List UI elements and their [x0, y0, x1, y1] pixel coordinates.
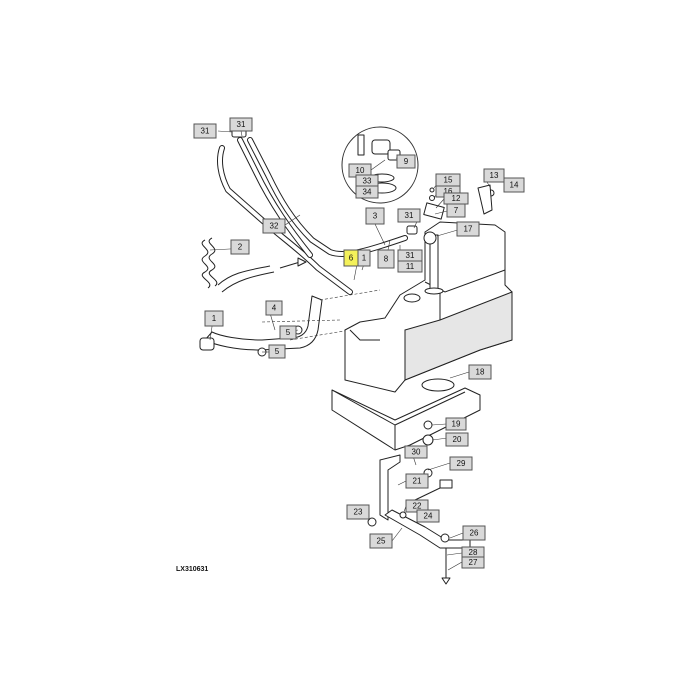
callout-17[interactable]: 17: [456, 221, 480, 237]
callout-14[interactable]: 14: [503, 177, 525, 193]
svg-text:32: 32: [270, 222, 279, 231]
fuel-hoses: [217, 137, 408, 295]
svg-text:24: 24: [424, 512, 433, 521]
svg-text:10: 10: [356, 166, 365, 175]
callout-10[interactable]: 10: [348, 163, 372, 178]
mount-bracket: [199, 289, 381, 351]
callout-23[interactable]: 23: [346, 504, 370, 520]
callout-26[interactable]: 26: [462, 525, 486, 541]
callout-2[interactable]: 2: [230, 239, 250, 255]
svg-text:25: 25: [377, 537, 386, 546]
svg-text:3: 3: [373, 212, 378, 221]
callout-15[interactable]: 15: [435, 173, 461, 187]
svg-text:21: 21: [413, 477, 422, 486]
svg-text:11: 11: [406, 262, 415, 271]
svg-text:28: 28: [469, 548, 478, 557]
svg-text:22: 22: [413, 502, 422, 511]
callout-31[interactable]: 31: [397, 208, 421, 223]
callout-19[interactable]: 19: [445, 417, 467, 431]
svg-text:16: 16: [444, 187, 453, 196]
callout-32[interactable]: 32: [262, 218, 286, 234]
figure-code: LX310631: [176, 566, 209, 573]
callout-22[interactable]: 22: [405, 499, 429, 513]
svg-text:6: 6: [349, 254, 354, 263]
svg-text:9: 9: [404, 157, 409, 166]
svg-text:23: 23: [354, 508, 363, 517]
svg-text:12: 12: [452, 194, 461, 203]
coiled-hose: [201, 237, 307, 293]
callout-9[interactable]: 9: [396, 154, 416, 169]
callout-31[interactable]: 31: [229, 117, 253, 132]
svg-text:27: 27: [469, 558, 478, 567]
frame-bracket: [367, 454, 471, 585]
svg-text:1: 1: [212, 314, 217, 323]
svg-text:31: 31: [201, 127, 210, 136]
callout-4[interactable]: 4: [265, 300, 283, 316]
callout-11[interactable]: 11: [397, 260, 423, 273]
svg-text:8: 8: [384, 255, 389, 264]
tank-support: [331, 378, 481, 451]
svg-text:18: 18: [476, 368, 485, 377]
callout-5[interactable]: 5: [279, 325, 297, 340]
svg-text:4: 4: [272, 304, 277, 313]
svg-text:15: 15: [444, 176, 453, 185]
svg-text:19: 19: [452, 420, 461, 429]
callout-34[interactable]: 34: [355, 185, 379, 199]
callout-1[interactable]: 1: [204, 310, 224, 327]
callout-28[interactable]: 28: [461, 546, 485, 559]
svg-text:29: 29: [457, 459, 466, 468]
svg-text:20: 20: [453, 435, 462, 444]
callout-31[interactable]: 31: [193, 123, 217, 139]
svg-text:17: 17: [464, 225, 473, 234]
callout-27[interactable]: 27: [461, 556, 485, 569]
callout-20[interactable]: 20: [445, 432, 469, 447]
svg-text:31: 31: [237, 120, 246, 129]
svg-text:26: 26: [470, 529, 479, 538]
svg-text:7: 7: [454, 206, 459, 215]
callout-13[interactable]: 13: [483, 168, 505, 183]
svg-text:14: 14: [510, 181, 519, 190]
svg-text:33: 33: [363, 177, 372, 186]
callout-33[interactable]: 33: [355, 174, 379, 188]
svg-text:31: 31: [405, 211, 414, 220]
callout-1[interactable]: 1: [357, 249, 371, 267]
svg-text:2: 2: [238, 243, 243, 252]
callout-30[interactable]: 30: [404, 445, 428, 459]
callout-8[interactable]: 8: [377, 249, 395, 269]
callout-6-highlighted[interactable]: 6: [343, 249, 359, 267]
callout-12[interactable]: 12: [443, 192, 469, 205]
svg-text:34: 34: [363, 188, 372, 197]
svg-text:31: 31: [406, 251, 415, 260]
svg-text:1: 1: [362, 254, 367, 263]
callout-5[interactable]: 5: [268, 344, 286, 359]
svg-text:13: 13: [490, 171, 499, 180]
callout-31[interactable]: 31: [397, 249, 423, 262]
svg-text:5: 5: [286, 328, 291, 337]
callout-24[interactable]: 24: [416, 509, 440, 523]
callout-25[interactable]: 25: [369, 533, 393, 549]
leader-lines: [209, 130, 491, 571]
callout-labels: 31 31 32 2 10 9 33 34 15 16 12 13 14 7 3…: [193, 117, 525, 569]
callout-3[interactable]: 3: [365, 207, 385, 225]
callout-18[interactable]: 18: [468, 364, 492, 380]
svg-text:30: 30: [412, 448, 421, 457]
callout-29[interactable]: 29: [449, 456, 473, 471]
svg-text:5: 5: [275, 347, 280, 356]
callout-21[interactable]: 21: [405, 473, 429, 489]
fuel-tank: [344, 221, 513, 393]
callout-7[interactable]: 7: [446, 203, 466, 218]
